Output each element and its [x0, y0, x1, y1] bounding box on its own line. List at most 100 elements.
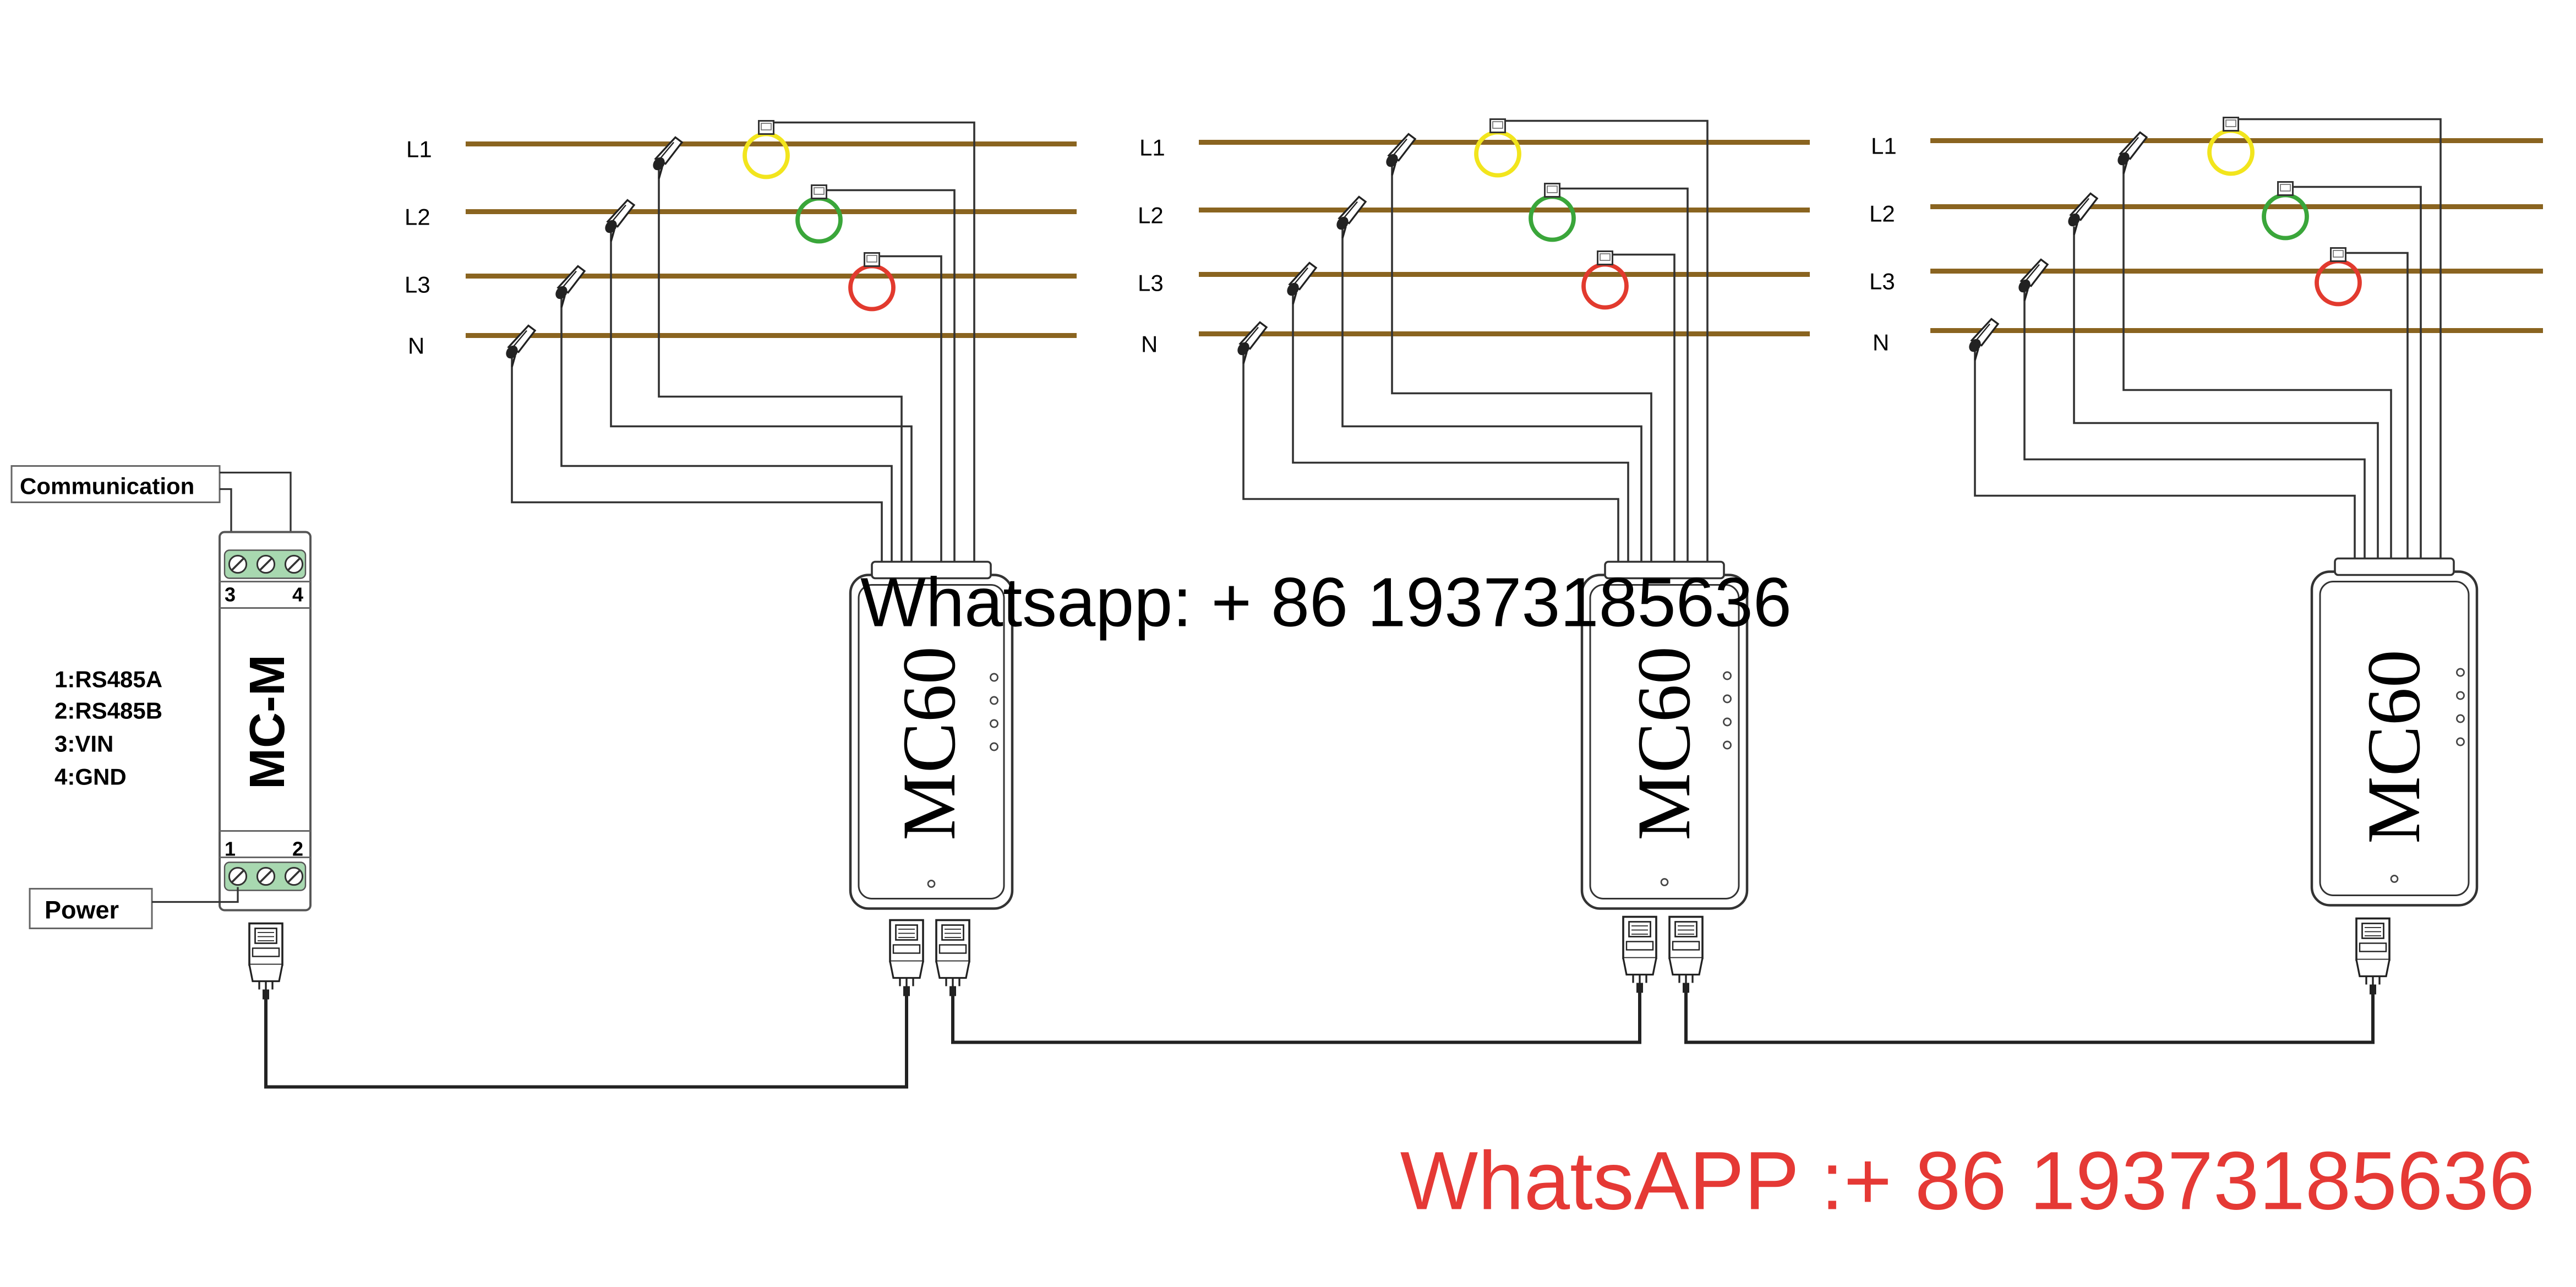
voltage-clip-icon	[602, 199, 635, 243]
terminal-screw-icon	[256, 554, 276, 574]
status-led	[1723, 717, 1732, 727]
communication-label-box	[10, 465, 221, 503]
line-label-l2: L2	[1869, 201, 1895, 227]
line-label-l1: L1	[1871, 133, 1897, 159]
gateway-name: MC-M	[240, 655, 295, 789]
voltage-wires	[511, 168, 913, 565]
voltage-clip-icon	[2015, 258, 2049, 302]
ct-clamp-icon	[2277, 181, 2294, 196]
line-label-l3: L3	[405, 272, 430, 298]
communication-wires	[220, 471, 292, 559]
status-led	[1723, 694, 1732, 704]
communication-label: Communication	[20, 473, 194, 499]
voltage-clip-icon	[1234, 321, 1268, 365]
voltage-clip-icon	[552, 265, 586, 309]
system-3: L1 L2 L3 N M	[1869, 117, 2543, 996]
ct-wires	[2230, 118, 2442, 565]
system-1: L1 L2 L3 N M	[405, 120, 1077, 997]
rj45-connector-icon	[1668, 915, 1704, 994]
meter-name: MC60	[1622, 646, 1706, 841]
rs485-cables	[264, 992, 2375, 1089]
power-wires	[152, 887, 239, 903]
voltage-wires	[1242, 165, 1652, 565]
line-label-l3: L3	[1138, 270, 1164, 296]
terminal-number-4: 4	[292, 583, 303, 606]
pin-legend-3: 3:VIN	[54, 731, 113, 757]
mc-m-gateway: Communication 3 4 MC-M 1 2 Power 1:RS485…	[10, 465, 312, 1001]
status-led	[1723, 740, 1732, 750]
ct-ring-l2	[795, 196, 843, 244]
rj45-connector-icon	[248, 922, 283, 1001]
mc60-meter-2: MC60	[1580, 560, 1749, 910]
status-led	[990, 696, 998, 705]
rj45-connector-icon	[889, 919, 924, 997]
ct-clamp-icon	[2330, 247, 2346, 262]
line-label-l1: L1	[406, 137, 432, 162]
voltage-clip-icon	[503, 324, 536, 368]
ct-ring-l1	[743, 132, 790, 179]
ct-ring-l2	[2262, 193, 2309, 241]
status-led	[2456, 714, 2465, 723]
terminal-screw-icon	[228, 554, 248, 574]
ct-clamp-icon	[864, 252, 880, 267]
ct-ring-l3	[848, 264, 896, 312]
mc60-meter-1: MC60	[849, 560, 1014, 910]
voltage-clip-icon	[1333, 195, 1367, 239]
power-label: Power	[45, 896, 119, 924]
reset-hole	[2390, 875, 2399, 883]
terminal-screw-icon	[284, 866, 304, 886]
line-label-n: N	[408, 333, 424, 359]
ct-clamp-icon	[1597, 250, 1613, 265]
ct-clamp-icon	[2223, 117, 2239, 132]
cable-meter-1-to-meter-2	[951, 992, 1641, 1044]
mc60-meter-3: MC60	[2310, 557, 2479, 907]
status-led	[2456, 737, 2465, 746]
meter-name: MC60	[887, 646, 971, 841]
line-label-l2: L2	[1138, 203, 1164, 228]
terminal-number-3: 3	[225, 583, 236, 606]
ct-ring-l1	[1474, 130, 1521, 178]
terminal-screw-icon	[228, 866, 248, 886]
watermark-top: Whatsapp: + 86 19373185636	[860, 564, 1792, 641]
line-label-l2: L2	[405, 204, 430, 230]
status-led	[1723, 671, 1732, 680]
power-label-box	[29, 888, 153, 929]
system-2: L1 L2 L3 N M	[1138, 118, 1810, 994]
status-led	[2456, 691, 2465, 700]
terminal-number-2: 2	[292, 838, 303, 860]
voltage-wires	[1974, 163, 2392, 565]
terminal-screw-icon	[256, 866, 276, 886]
ct-clamp-icon	[1544, 183, 1560, 198]
pin-legend-1: 1:RS485A	[54, 667, 162, 692]
voltage-clip-icon	[2065, 192, 2098, 236]
rj45-connector-icon	[2355, 917, 2391, 996]
watermark-bottom: WhatsAPP :+ 86 19373185636	[1400, 1135, 2535, 1227]
status-led	[2456, 668, 2465, 677]
terminal-screw-icon	[284, 554, 304, 574]
ct-clamp-icon	[1489, 118, 1506, 133]
line-label-l1: L1	[1139, 135, 1165, 161]
ct-clamp-icon	[758, 120, 774, 135]
ct-clamp-icon	[811, 184, 827, 199]
rj45-connector-icon	[935, 919, 970, 997]
cable-meter-2-to-meter-3	[1684, 992, 2375, 1044]
gateway-housing	[219, 531, 312, 912]
line-label-l3: L3	[1869, 269, 1895, 295]
pin-legend-4: 4:GND	[54, 764, 127, 790]
line-label-n: N	[1141, 331, 1158, 357]
reset-hole	[1660, 878, 1669, 886]
voltage-clip-icon	[1284, 261, 1317, 306]
ct-ring-l1	[2207, 128, 2255, 176]
meter-name: MC60	[2351, 650, 2436, 844]
pin-legend-2: 2:RS485B	[54, 698, 162, 724]
line-label-n: N	[1873, 330, 1889, 356]
cable-gateway-to-meter-1	[264, 996, 908, 1089]
ct-wires	[763, 121, 975, 565]
ct-ring-l3	[1581, 262, 1629, 310]
ct-ring-l2	[1529, 194, 1576, 242]
status-led	[990, 673, 998, 682]
status-led	[990, 742, 998, 751]
voltage-clip-icon	[1966, 318, 1999, 362]
